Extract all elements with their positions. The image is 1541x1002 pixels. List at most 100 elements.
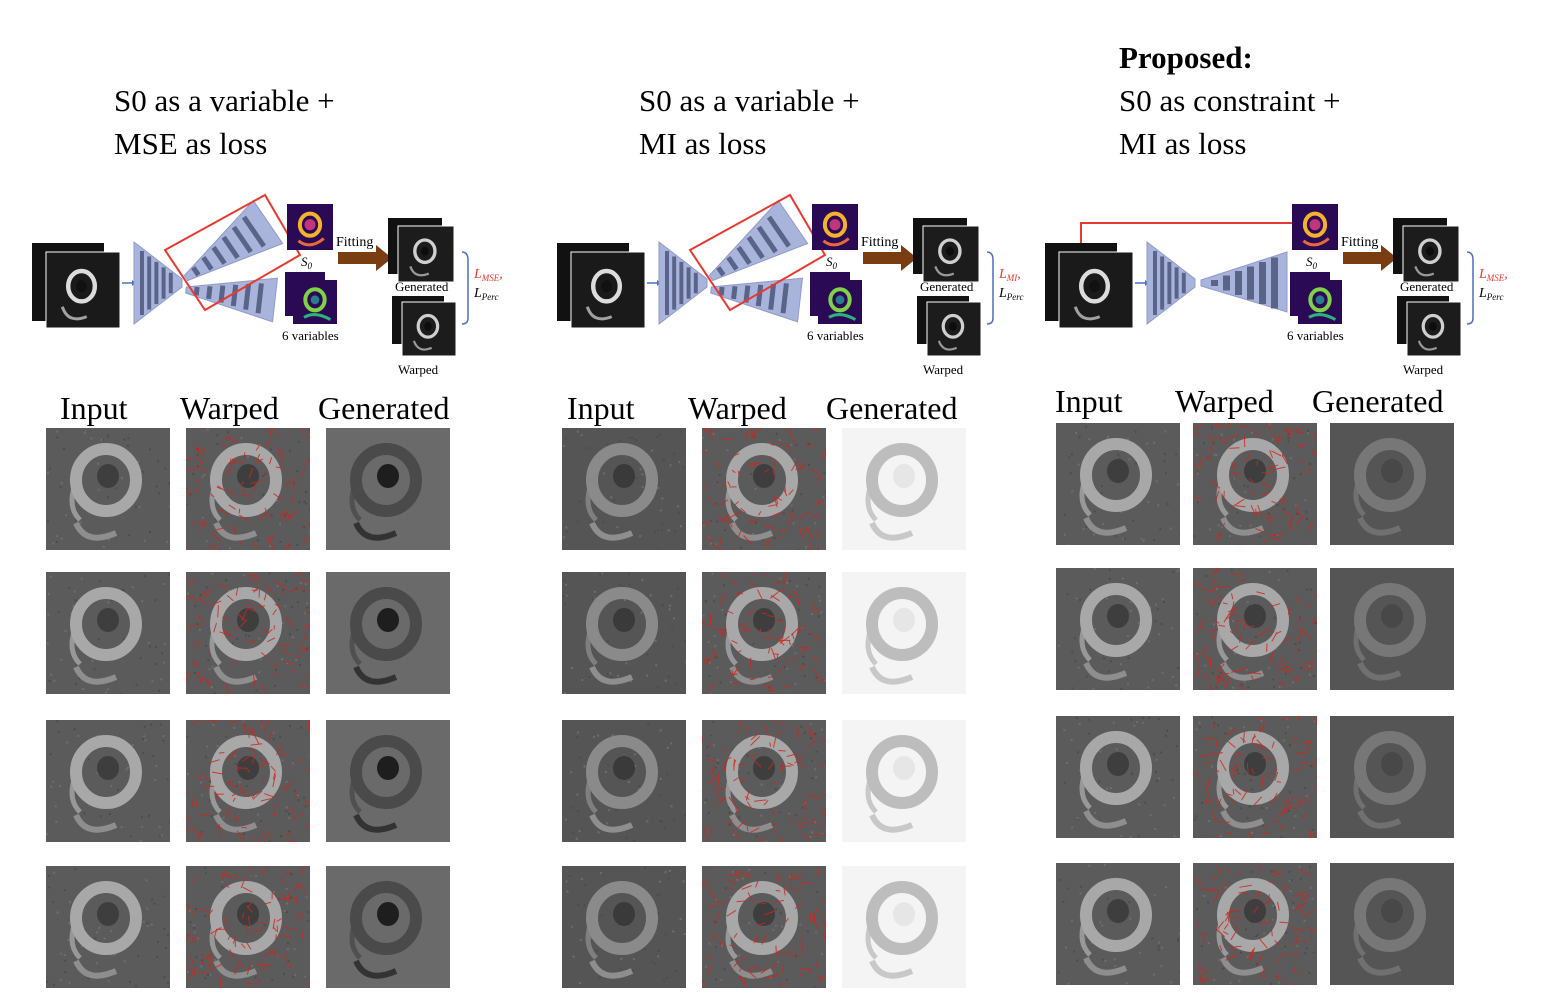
- fitting-arrow: [338, 252, 376, 264]
- input-image-row-1: [1056, 423, 1180, 545]
- fitting-label: Fitting: [1341, 235, 1378, 250]
- s0-label: S0: [301, 254, 313, 271]
- title-line-1: S0 as constraint +: [1119, 83, 1341, 118]
- header-generated: Generated: [826, 390, 958, 426]
- input-image-row-3: [562, 720, 686, 842]
- warp-image-row-3: [1193, 716, 1317, 838]
- warped-label: Warped: [398, 362, 439, 377]
- warped-image: [402, 302, 456, 356]
- gen-image-row-1: [842, 428, 966, 550]
- loss-bracket: [1466, 251, 1474, 325]
- warped-label: Warped: [1403, 362, 1444, 377]
- warp-image-row-1: [1193, 423, 1317, 545]
- header-warped: Warped: [180, 390, 279, 426]
- decoder-network: [1200, 251, 1288, 313]
- gen-image-row-1: [1330, 423, 1454, 545]
- loss-secondary: LPerc: [1478, 286, 1503, 302]
- loss-primary: LMSE,: [1478, 267, 1508, 283]
- warped-image-stack: [1397, 296, 1462, 357]
- warp-image-row-4: [702, 866, 826, 988]
- title-line-2: MSE as loss: [114, 126, 268, 161]
- warped-image-stack: [917, 296, 982, 357]
- generated-label: Generated: [1400, 279, 1454, 294]
- input-image-row-1: [46, 428, 170, 550]
- gen-image-row-1: [326, 428, 450, 550]
- variable-map: [293, 280, 337, 324]
- input-image-row-2: [1056, 568, 1180, 690]
- header-input: Input: [567, 390, 635, 426]
- loss-primary: LMSE,: [473, 267, 503, 283]
- input-image-row-1: [562, 428, 686, 550]
- architecture-diagram: S06 variablesFittingGeneratedWarpedLMSE,…: [1045, 204, 1508, 377]
- fitting-arrow: [1343, 252, 1381, 264]
- loss-secondary: LPerc: [473, 286, 498, 302]
- warp-image-row-2: [1193, 568, 1317, 690]
- variable-maps: [810, 272, 862, 324]
- variable-maps: [285, 272, 337, 324]
- generated-image-stack: [913, 218, 980, 283]
- header-input: Input: [1055, 383, 1123, 419]
- input-image-stack: [557, 243, 646, 329]
- warp-image-row-2: [702, 572, 826, 694]
- title-line-2: MI as loss: [639, 126, 767, 161]
- header-warped: Warped: [1175, 383, 1274, 419]
- generated-label: Generated: [395, 279, 449, 294]
- header-input: Input: [60, 390, 128, 426]
- constraint-line: [1080, 222, 1295, 243]
- encoder-network: [1146, 240, 1196, 326]
- warp-image-row-3: [702, 720, 826, 842]
- encoder-network: [133, 240, 183, 326]
- warp-image-row-4: [186, 866, 310, 988]
- gen-image-row-2: [326, 572, 450, 694]
- gen-image-row-3: [326, 720, 450, 842]
- decoder-s0-branch: [708, 199, 809, 282]
- variables-label: 6 variables: [282, 328, 339, 343]
- panel-title: Proposed: S0 as constraint + MI as loss: [1119, 36, 1341, 165]
- generated-image: [923, 226, 979, 282]
- input-image: [46, 252, 120, 328]
- decoder-variables-branch: [185, 277, 279, 323]
- generated-image-stack: [1393, 218, 1460, 283]
- variable-map: [818, 280, 862, 324]
- input-image-stack: [1045, 243, 1134, 329]
- title-line-2: MI as loss: [1119, 126, 1247, 161]
- input-image: [1059, 252, 1133, 328]
- panel-title: S0 as a variable + MI as loss: [639, 79, 860, 165]
- fitting-label: Fitting: [336, 235, 373, 250]
- variable-maps: [1290, 272, 1342, 324]
- title-line-1: S0 as a variable +: [639, 83, 860, 118]
- generated-image: [1403, 226, 1459, 282]
- warp-image-row-3: [186, 720, 310, 842]
- s0-map: [1292, 204, 1338, 250]
- highlight-box: [688, 193, 827, 312]
- warp-image-row-2: [186, 572, 310, 694]
- gen-image-row-3: [1330, 716, 1454, 838]
- warped-image-stack: [392, 296, 457, 357]
- input-image-row-4: [562, 866, 686, 988]
- input-image-row-3: [1056, 716, 1180, 838]
- fitting-label: Fitting: [861, 235, 898, 250]
- gen-image-row-3: [842, 720, 966, 842]
- encoder-network: [658, 240, 708, 326]
- fitting-arrow: [863, 252, 901, 264]
- input-image: [571, 252, 645, 328]
- header-warped: Warped: [688, 390, 787, 426]
- gen-image-row-2: [1330, 568, 1454, 690]
- input-image-row-2: [46, 572, 170, 694]
- input-image-row-4: [46, 866, 170, 988]
- warped-image: [1407, 302, 1461, 356]
- input-image-row-4: [1056, 863, 1180, 985]
- header-generated: Generated: [318, 390, 450, 426]
- warp-image-row-1: [702, 428, 826, 550]
- warp-image-row-1: [186, 428, 310, 550]
- warp-image-row-4: [1193, 863, 1317, 985]
- input-image-row-3: [46, 720, 170, 842]
- generated-image-stack: [388, 218, 455, 283]
- loss-bracket: [461, 251, 469, 325]
- gen-image-row-4: [326, 866, 450, 988]
- gen-image-row-2: [842, 572, 966, 694]
- input-image-stack: [32, 243, 121, 329]
- input-image-row-2: [562, 572, 686, 694]
